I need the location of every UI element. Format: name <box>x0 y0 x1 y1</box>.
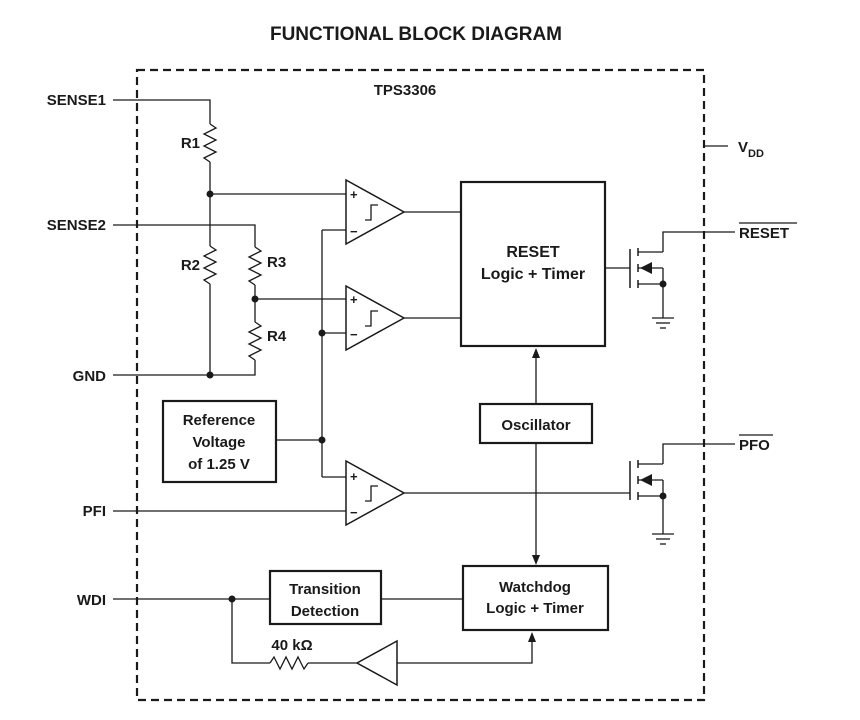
sense2-pin-label: SENSE2 <box>47 217 106 234</box>
resistor-r1 <box>202 123 218 163</box>
junction-dot <box>659 492 667 500</box>
svg-text:+: + <box>350 292 358 307</box>
svg-text:Detection: Detection <box>291 603 359 620</box>
r4-label: R4 <box>267 328 287 345</box>
reset-output-transistor: RESET <box>629 222 797 329</box>
vdd-subscript: DD <box>748 148 764 160</box>
resistor-r4 <box>247 321 263 361</box>
transition-detection-block: Transition Detection <box>268 569 463 626</box>
pfo-output-transistor: PFO <box>629 434 773 545</box>
vdd-label: V <box>738 139 748 156</box>
oscillator-block: Oscillator <box>478 348 594 565</box>
svg-text:−: − <box>350 224 358 239</box>
svg-text:VDD: VDD <box>738 139 764 160</box>
svg-text:Watchdog: Watchdog <box>499 579 571 596</box>
svg-text:of 1.25 V: of 1.25 V <box>188 456 250 473</box>
comparator-3: + − <box>345 459 630 527</box>
chip-outline <box>135 68 706 702</box>
svg-text:+: + <box>350 187 358 202</box>
reference-bus <box>276 229 346 478</box>
resistor-r3 <box>247 246 263 286</box>
svg-text:−: − <box>350 505 358 520</box>
gnd-pin-label: GND <box>73 368 107 385</box>
sense1-divider: R1 R2 <box>113 99 346 375</box>
svg-text:Logic + Timer: Logic + Timer <box>481 266 585 283</box>
r3-label: R3 <box>267 254 286 271</box>
junction-dot <box>206 371 214 379</box>
buffer-amplifier <box>355 639 398 687</box>
reference-voltage-block: Reference Voltage of 1.25 V <box>161 399 278 484</box>
r2-label: R2 <box>181 257 200 274</box>
resistor-r2 <box>202 245 218 285</box>
r1-label: R1 <box>181 135 200 152</box>
gnd-wire <box>113 371 214 379</box>
junction-dot <box>659 280 667 288</box>
vdd-pin: VDD <box>704 139 764 160</box>
junction-dot <box>318 329 326 337</box>
svg-text:Reference: Reference <box>183 412 256 429</box>
pfi-pin-label: PFI <box>83 503 106 520</box>
reset-pin-label: RESET <box>739 225 789 242</box>
comparator-1: + − <box>345 178 461 246</box>
svg-text:RESET: RESET <box>506 244 560 261</box>
watchdog-logic-timer-block: Watchdog Logic + Timer <box>461 564 610 632</box>
chip-name: TPS3306 <box>374 82 437 99</box>
svg-text:Transition: Transition <box>289 581 361 598</box>
resistor-40k <box>269 655 309 671</box>
pfo-pin-label: PFO <box>739 437 770 454</box>
svg-text:Oscillator: Oscillator <box>501 417 570 434</box>
svg-text:+: + <box>350 469 358 484</box>
comparator-2: + − <box>345 284 461 352</box>
sense2-divider: R3 R4 <box>113 224 346 376</box>
wdi-path: 40 kΩ <box>113 595 536 687</box>
reset-logic-timer-block: RESET Logic + Timer <box>459 180 630 348</box>
sense1-pin-label: SENSE1 <box>47 92 106 109</box>
wdi-pin-label: WDI <box>77 592 106 609</box>
junction-dot <box>318 436 326 444</box>
diagram-title: FUNCTIONAL BLOCK DIAGRAM <box>270 24 562 45</box>
svg-text:−: − <box>350 327 358 342</box>
svg-text:Logic + Timer: Logic + Timer <box>486 600 584 617</box>
svg-text:Voltage: Voltage <box>192 434 245 451</box>
r-wdi-label: 40 kΩ <box>271 637 312 654</box>
